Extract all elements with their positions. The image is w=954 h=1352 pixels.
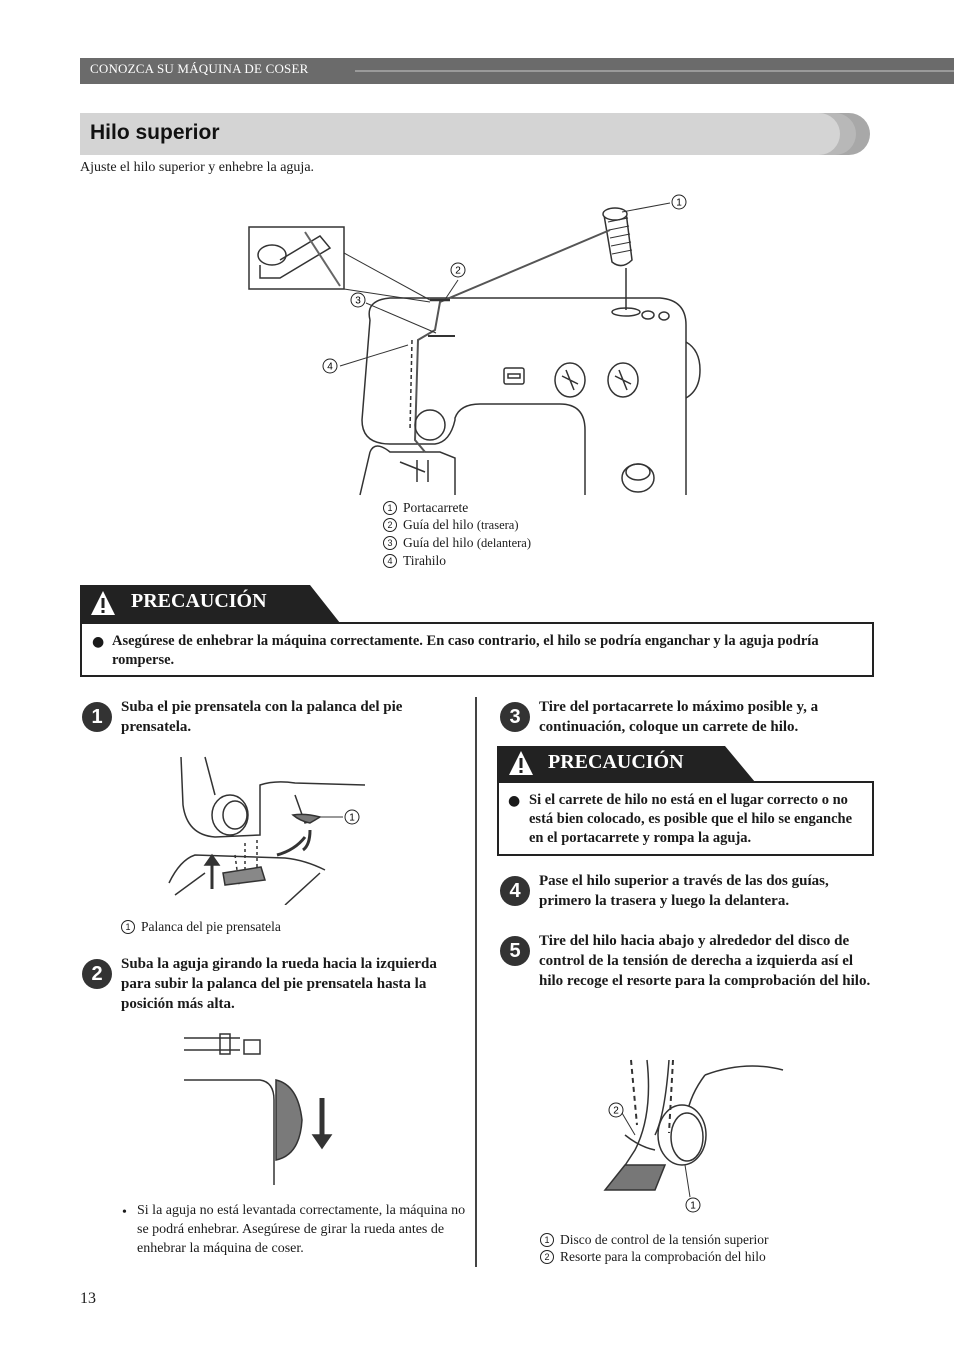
machine-threading-figure: 1 2 3 4	[248, 194, 701, 496]
presser-foot-figure: 1	[168, 756, 366, 905]
callout-2: 2	[455, 266, 461, 277]
caution-label: PRECAUCIÓN	[131, 590, 267, 612]
step-text: Pase el hilo superior a través de las do…	[539, 873, 829, 909]
step-number: 2	[82, 959, 112, 989]
caution-box	[497, 781, 874, 856]
caution-tab	[497, 746, 755, 782]
callout-1: 1	[349, 813, 355, 824]
step-text: Suba la aguja girando la rueda hacia la …	[121, 956, 437, 1012]
caution-text: Asegúrese de enhebrar la máquina correct…	[112, 633, 819, 668]
header-section: CONOZCA SU MÁQUINA DE COSER	[90, 61, 309, 76]
step-number: 1	[82, 702, 112, 732]
callout-2: 2	[613, 1106, 619, 1117]
step-number: 3	[500, 702, 530, 732]
callout-1: 1	[676, 198, 682, 209]
callout-4: 4	[327, 362, 333, 373]
step-number: 4	[500, 876, 530, 906]
bullet-icon: •	[122, 1205, 127, 1220]
callout-1: 1	[690, 1201, 696, 1212]
step-text: Tire del hilo hacia abajo y alrededor de…	[539, 933, 871, 989]
step-text: Tire del portacarrete lo máximo posible …	[539, 699, 819, 735]
intro-text: Ajuste el hilo superior y enhebre la agu…	[80, 160, 315, 175]
step-number: 5	[500, 936, 530, 966]
tension-disc-figure: 2 1	[603, 1059, 784, 1213]
header-rule	[355, 70, 954, 72]
page-number: 13	[80, 1290, 96, 1307]
column-divider	[475, 697, 477, 1267]
bullet-icon: ●	[508, 793, 521, 809]
step-text: Suba el pie prensatela con la palanca de…	[121, 699, 403, 735]
handwheel-figure	[184, 1033, 333, 1185]
bullet-icon: ●	[92, 634, 105, 650]
caution-label: PRECAUCIÓN	[548, 751, 684, 773]
caution-box	[80, 622, 874, 677]
callout-3: 3	[355, 296, 361, 307]
caution-tab	[80, 585, 340, 623]
caution-text: Si el carrete de hilo no está en el luga…	[529, 792, 853, 846]
step-note: Si la aguja no está levantada correctame…	[137, 1203, 466, 1256]
section-title-bar	[80, 113, 840, 155]
section-title: Hilo superior	[90, 121, 220, 144]
